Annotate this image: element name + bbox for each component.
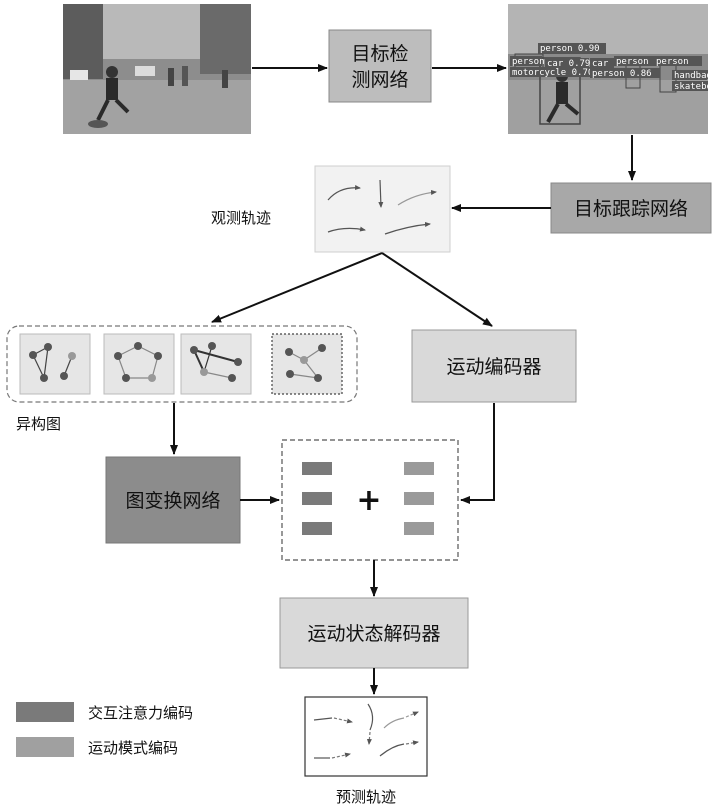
legend-swatch-motion <box>16 737 74 757</box>
graph-transformer-label: 图变换网络 <box>125 490 220 512</box>
tracking-network-label: 目标跟踪网络 <box>574 198 688 220</box>
motion-decoder-label: 运动状态解码器 <box>307 623 440 645</box>
motion-feature-bar <box>404 522 434 535</box>
motion-encoder-box: 运动编码器 <box>411 329 577 403</box>
detection-tag: car <box>592 59 609 69</box>
predicted-trajectory-label: 预测轨迹 <box>336 788 396 806</box>
predicted-trajectory-panel <box>304 696 428 777</box>
arrow-observed-to-encoder <box>381 252 493 327</box>
interaction-feature-bar <box>302 462 332 475</box>
detection-tag: handbag <box>674 71 712 81</box>
detection-tag: motorcycle 0.70 <box>512 68 593 78</box>
graph-panel <box>19 333 91 395</box>
graph-panel-selected <box>271 333 343 395</box>
arrow-observed-to-graphs <box>211 252 383 323</box>
arrow-encoder-to-fusion <box>460 403 495 504</box>
detection-tag: car 0.79 <box>547 59 590 69</box>
detection-network-label-2: 测网络 <box>351 69 408 91</box>
observed-trajectory-panel <box>314 165 451 253</box>
detection-network-label-1: 目标检 <box>351 43 408 65</box>
detection-result-image: person 0.90 person car 0.79 motorcycle 0… <box>508 4 715 134</box>
detection-tag: person 0.90 <box>540 44 600 54</box>
detection-tag: skateboard <box>674 82 715 92</box>
motion-feature-bar <box>404 492 434 505</box>
detection-tag: person <box>512 57 545 67</box>
detection-tag: person 0.85 <box>616 57 676 67</box>
heterogeneous-graph-group <box>6 325 358 403</box>
detection-tag: person <box>656 57 689 67</box>
observed-trajectory-label: 观测轨迹 <box>211 209 271 227</box>
motion-feature-bar <box>404 462 434 475</box>
plus-icon: + <box>356 483 381 518</box>
graph-panel <box>180 333 252 395</box>
legend-interaction-label: 交互注意力编码 <box>88 704 193 722</box>
graph-transformer-box: 图变换网络 <box>105 456 241 544</box>
heterogeneous-graph-label: 异构图 <box>16 415 61 433</box>
motion-decoder-box: 运动状态解码器 <box>279 597 469 669</box>
tracking-network-box: 目标跟踪网络 <box>550 182 712 234</box>
legend: 交互注意力编码 运动模式编码 <box>16 702 193 757</box>
motion-encoder-label: 运动编码器 <box>446 356 541 378</box>
input-street-image <box>63 4 251 134</box>
legend-motion-label: 运动模式编码 <box>88 739 178 757</box>
detection-network-box: 目标检 测网络 <box>328 29 432 103</box>
interaction-feature-bar <box>302 522 332 535</box>
interaction-feature-bar <box>302 492 332 505</box>
detection-tag: person 0.86 <box>592 69 652 79</box>
graph-panel <box>103 333 175 395</box>
feature-fusion-box: + <box>281 439 459 561</box>
legend-swatch-interaction <box>16 702 74 722</box>
